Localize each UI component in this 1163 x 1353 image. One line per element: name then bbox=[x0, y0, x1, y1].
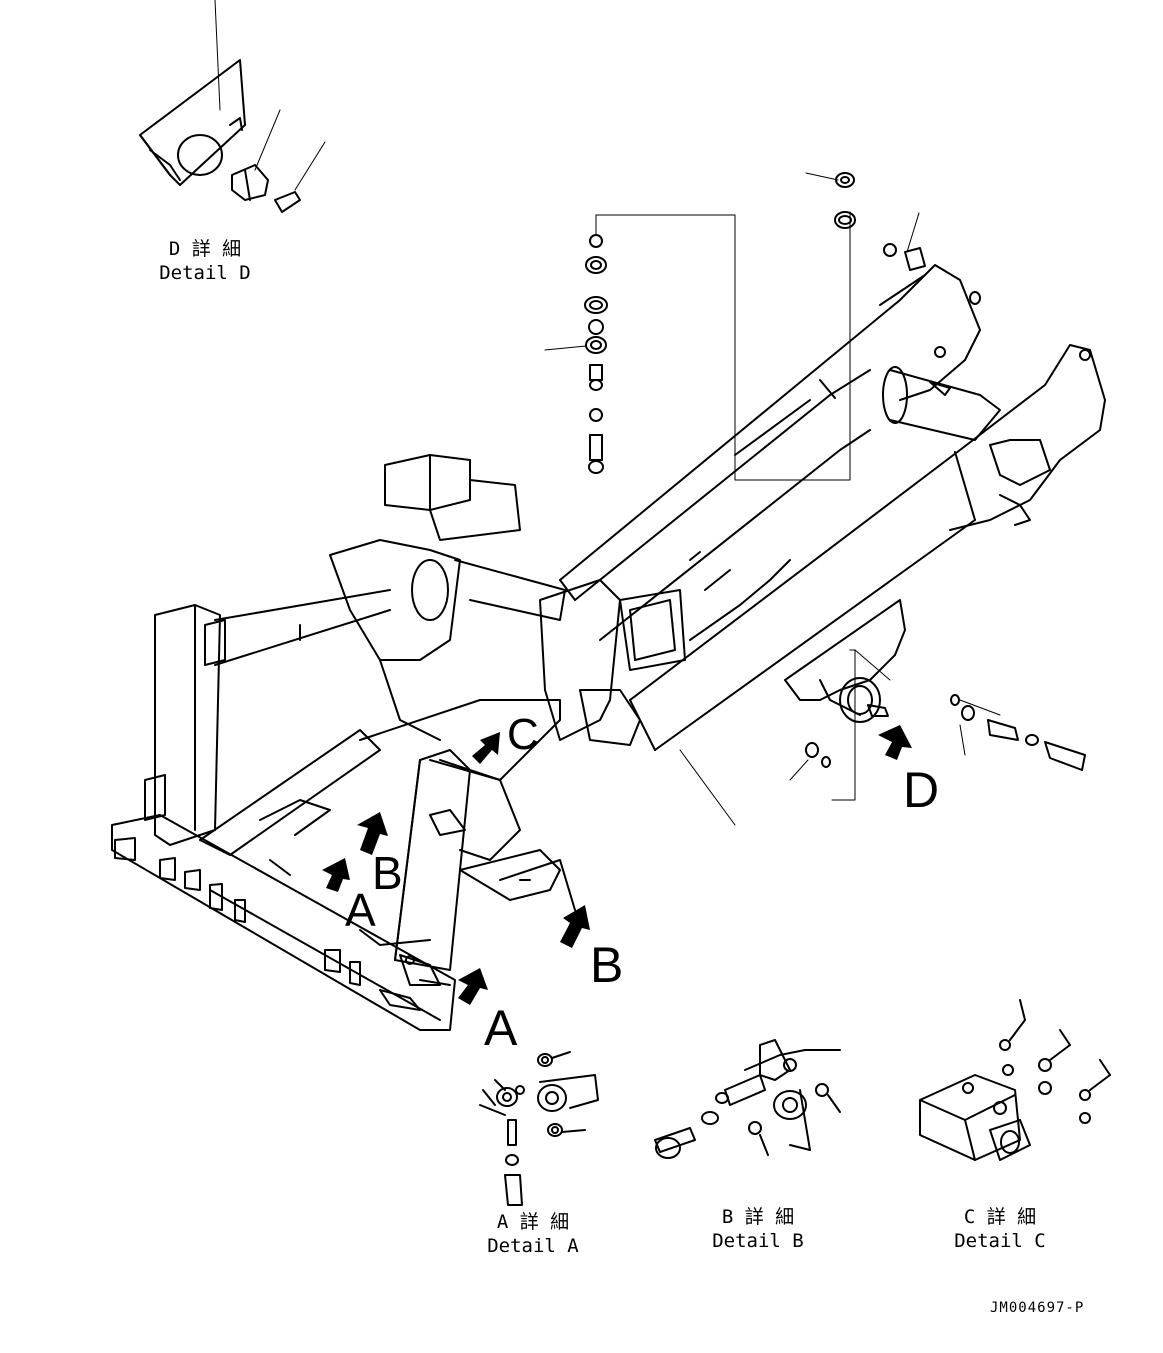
detail-c-illustration bbox=[919, 999, 1111, 1161]
arrow-a-inner bbox=[322, 858, 350, 892]
leader-lines bbox=[214, 0, 1001, 826]
detail-b-en: Detail B bbox=[712, 1230, 804, 1252]
pivot-tower bbox=[329, 454, 686, 746]
detail-d-jp: D 詳 細 bbox=[168, 238, 242, 260]
callout-letter-b-inner: B bbox=[372, 847, 403, 899]
detail-c-jp: C 詳 細 bbox=[963, 1206, 1037, 1228]
arrow-b-front bbox=[560, 905, 590, 948]
arrow-d-right bbox=[878, 725, 912, 760]
belly-plate bbox=[199, 699, 576, 946]
front-crossmember bbox=[111, 814, 456, 1031]
callout-letter-c-inner: C bbox=[507, 710, 539, 759]
arrow-c-inner bbox=[472, 732, 500, 764]
detail-a-caption: A 詳 細 Detail A bbox=[478, 1210, 588, 1258]
detail-b-caption: B 詳 細 Detail B bbox=[703, 1205, 813, 1253]
callout-letter-b-front: B bbox=[590, 937, 624, 993]
callout-letter-d-right: D bbox=[903, 762, 940, 818]
detail-a-en: Detail A bbox=[487, 1235, 579, 1257]
detail-d-illustration bbox=[139, 59, 301, 213]
detail-c-en: Detail C bbox=[954, 1230, 1046, 1252]
detail-a-illustration bbox=[479, 1051, 599, 1206]
left-post bbox=[144, 589, 391, 846]
detail-c-caption: C 詳 細 Detail C bbox=[945, 1205, 1055, 1253]
detail-d-caption: D 詳 細 Detail D bbox=[150, 237, 260, 285]
callout-arrows bbox=[322, 725, 912, 1005]
detail-d-en: Detail D bbox=[159, 262, 251, 284]
callout-letter-a-inner: A bbox=[345, 884, 376, 936]
arrow-a-front bbox=[458, 968, 488, 1005]
detail-b-illustration bbox=[654, 1039, 841, 1159]
callout-letter-a-front: A bbox=[484, 1000, 518, 1056]
arrow-b-inner bbox=[357, 812, 388, 855]
hardware-stack bbox=[584, 172, 1091, 771]
detail-a-jp: A 詳 細 bbox=[496, 1211, 570, 1233]
main-frame-rails bbox=[559, 264, 1106, 751]
center-post bbox=[394, 749, 521, 986]
detail-b-jp: B 詳 細 bbox=[721, 1206, 795, 1228]
drawing-code: JM004697-P bbox=[990, 1300, 1085, 1316]
